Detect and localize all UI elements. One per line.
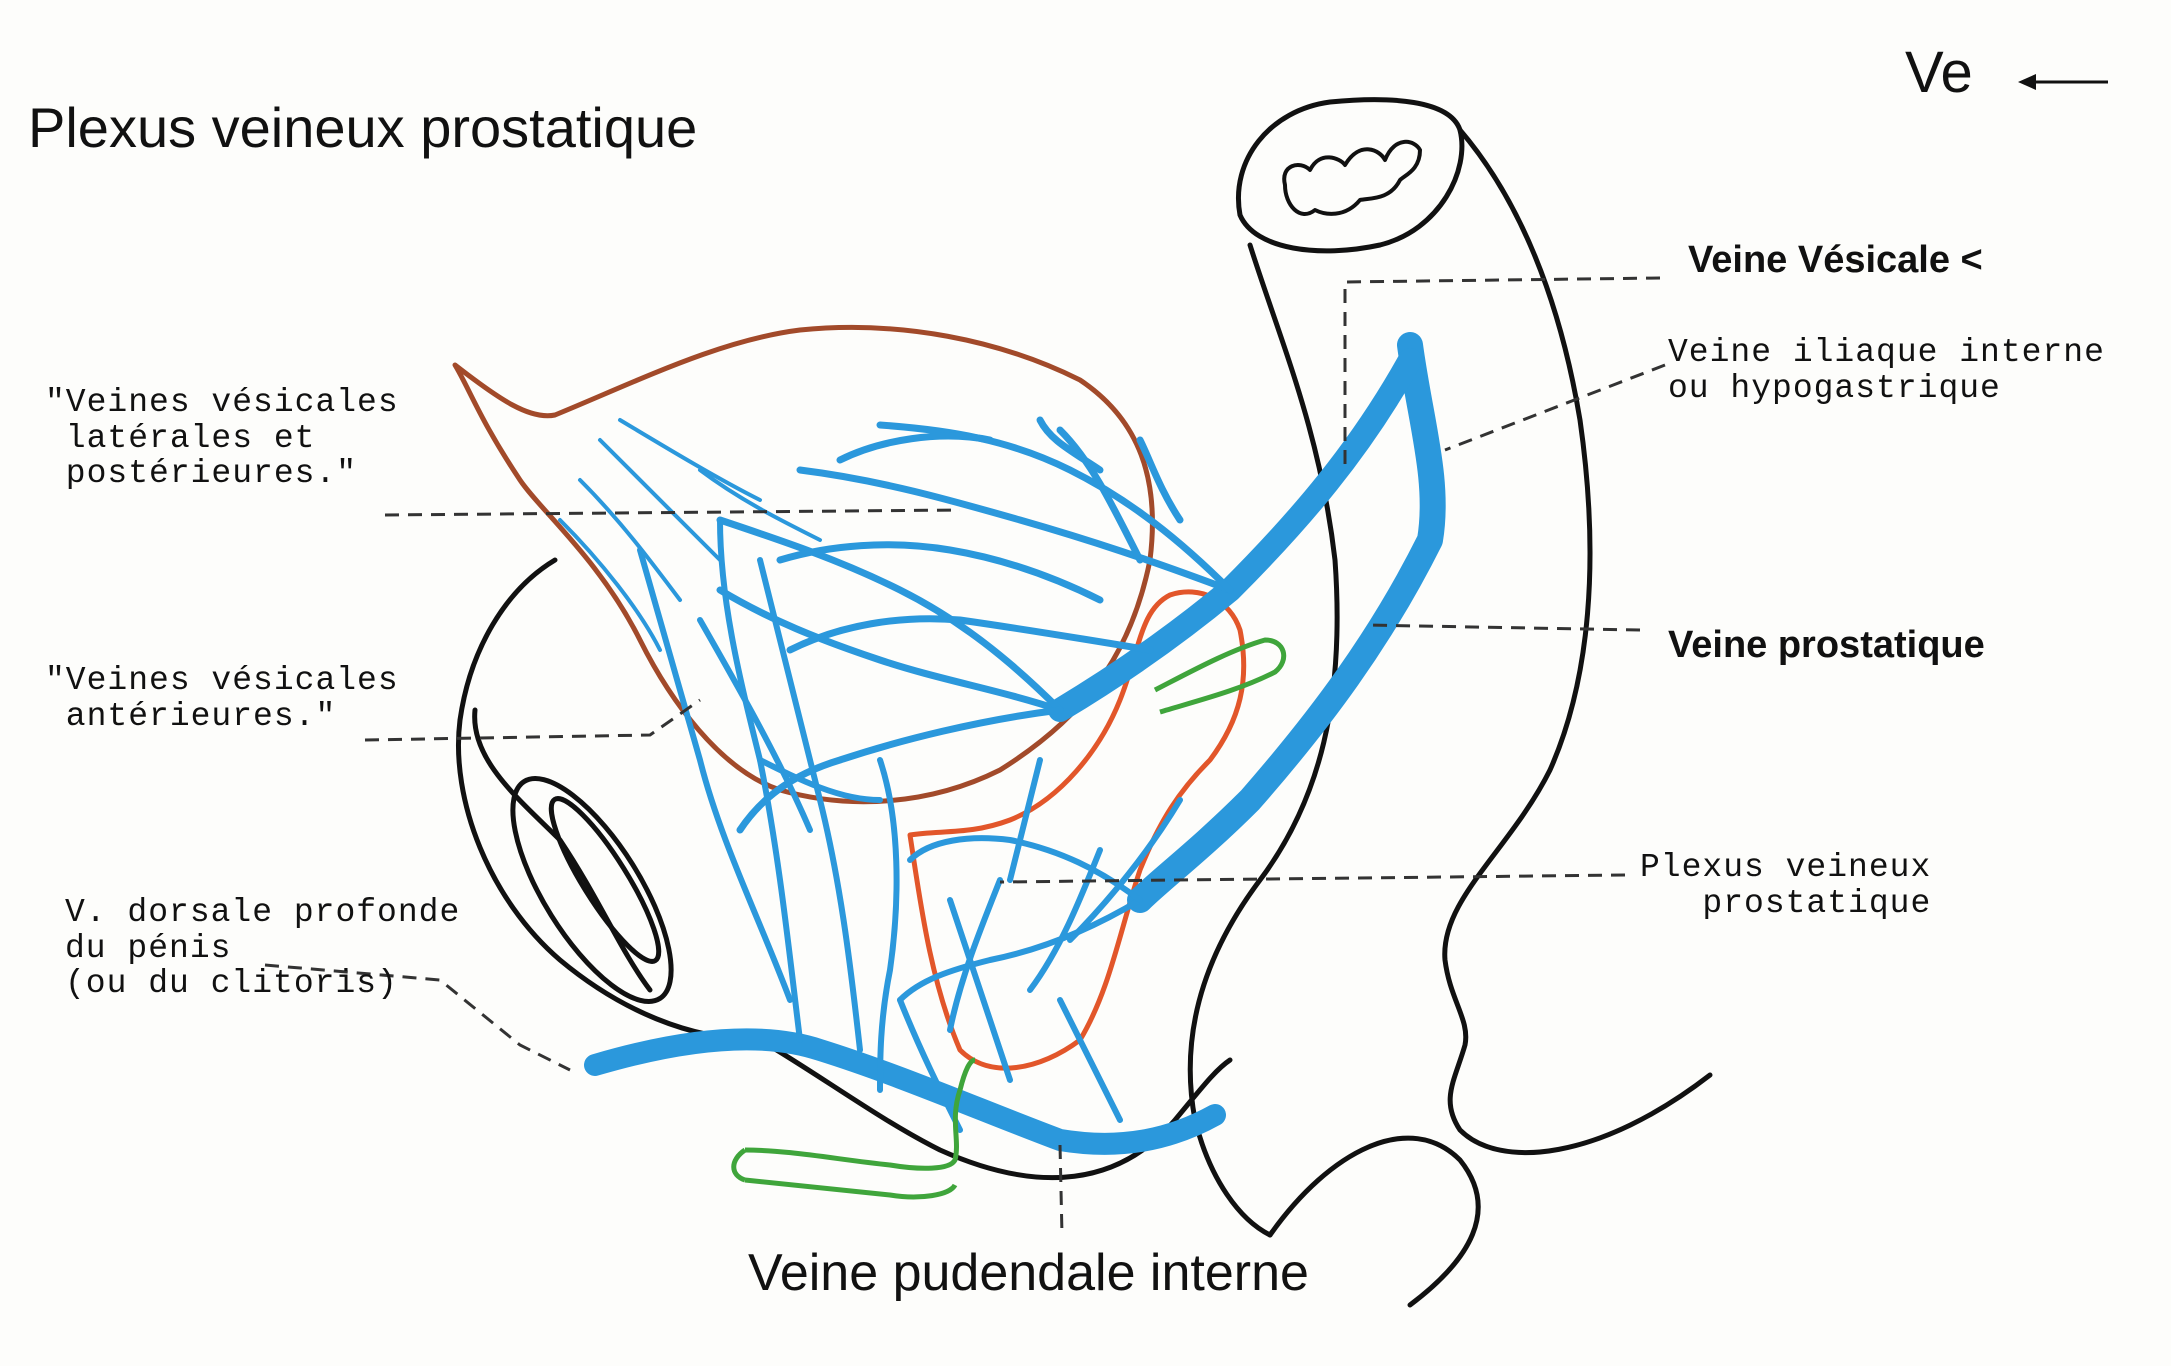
- pudendal-artery: [731, 637, 1287, 1200]
- label-v-dorsale: V. dorsale profonde du pénis (ou du clit…: [65, 894, 461, 1003]
- diagram-title: Plexus veineux prostatique: [28, 96, 698, 159]
- anatomy-outlines: [456, 97, 1713, 1308]
- leader-veine-prostatique: [1364, 623, 1641, 632]
- rectum-right-wall: [1442, 127, 1713, 1156]
- internal-iliac-vein: [1127, 332, 1446, 913]
- pubic-ring: [510, 776, 674, 1004]
- prostatic-plexus-branches: [897, 757, 1183, 1133]
- label-veine-vesicale: Veine Vésicale <: [1688, 239, 1983, 281]
- leader-veine-vesicale: [1343, 276, 1661, 470]
- label-veine-prostatique: Veine prostatique: [1668, 624, 1985, 666]
- posterior-fine-branches: [558, 418, 822, 652]
- leader-plexus: [999, 873, 1626, 884]
- prostate-outline: [907, 589, 1247, 1071]
- orientation-label: Ve: [1905, 40, 1973, 105]
- rectum-top-opening: [1236, 97, 1465, 254]
- pubic-ring-inner: [548, 796, 662, 964]
- label-veine-pudendale: Veine pudendale interne: [748, 1244, 1309, 1302]
- leader-lines: [264, 276, 1666, 1236]
- leader-veine-iliaque: [1444, 363, 1666, 452]
- label-plexus-veineux: Plexus veineux prostatique: [1640, 849, 1932, 922]
- anterior-branches: [637, 517, 900, 1093]
- rectum-left-wall: [1187, 242, 1340, 1238]
- leader-veines-anterieures: [364, 698, 701, 742]
- leader-veines-laterales: [384, 508, 961, 517]
- vesical-branches: [716, 416, 1234, 834]
- leader-pudendale: [1058, 1144, 1064, 1236]
- vesical-vein-trunk: [1048, 348, 1422, 722]
- venous-network: [558, 332, 1446, 1155]
- label-veines-vesicales-anterieures: "Veines vésicales antérieures.": [45, 662, 399, 735]
- left-arrow: [2018, 74, 2108, 90]
- label-veines-vesicales-laterales: "Veines vésicales latérales et postérieu…: [45, 384, 399, 493]
- pelvic-floor: [757, 1037, 1233, 1181]
- rectum-lumen: [1282, 139, 1422, 216]
- leader-dorsale: [264, 963, 571, 1072]
- dorsal-deep-vein: [584, 1028, 1226, 1155]
- perineum-curve: [1267, 1135, 1481, 1308]
- pubic-symphysis-outer: [456, 557, 763, 1043]
- label-veine-iliaque: Veine iliaque interne ou hypogastrique: [1668, 334, 2105, 407]
